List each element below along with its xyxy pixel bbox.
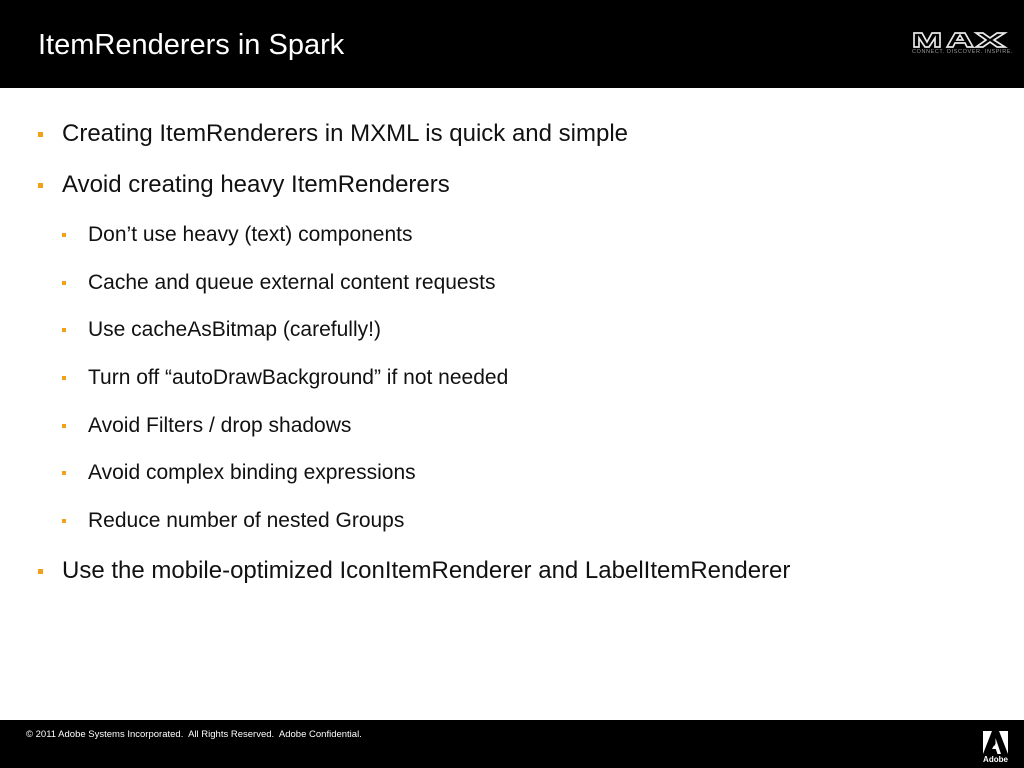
title-bar: ItemRenderers in Spark CONNECT. DISCOVER… [0,0,1024,88]
bullet-item: Use the mobile-optimized IconItemRendere… [38,557,791,585]
sub-bullet-item: Avoid Filters / drop shadows [62,414,352,438]
bullet-marker [38,183,43,188]
sub-bullet-text: Use cacheAsBitmap (carefully!) [88,318,381,341]
sub-bullet-item: Cache and queue external content request… [62,271,496,295]
bullet-text: Avoid creating heavy ItemRenderers [62,171,450,198]
sub-bullet-marker [62,281,66,285]
sub-bullet-marker [62,471,66,475]
bullet-marker [38,132,43,137]
sub-bullet-marker [62,233,66,237]
sub-bullet-text: Avoid Filters / drop shadows [88,414,352,437]
max-tagline: CONNECT. DISCOVER. INSPIRE. [912,49,1014,55]
sub-bullet-text: Cache and queue external content request… [88,271,496,294]
bullet-marker [38,569,43,574]
sub-bullet-marker [62,424,66,428]
sub-bullet-item: Avoid complex binding expressions [62,461,416,485]
sub-bullet-item: Reduce number of nested Groups [62,509,405,533]
bullet-text: Use the mobile-optimized IconItemRendere… [62,557,791,584]
sub-bullet-item: Use cacheAsBitmap (carefully!) [62,318,381,342]
adobe-logo: Adobe [982,730,1009,765]
bullet-item: Creating ItemRenderers in MXML is quick … [38,120,629,148]
adobe-logo-icon [983,731,1008,754]
bullet-item: Avoid creating heavy ItemRenderers [38,171,450,199]
sub-bullet-item: Turn off “autoDrawBackground” if not nee… [62,366,509,390]
bullet-text: Creating ItemRenderers in MXML is quick … [62,120,629,147]
max-logo-icon [913,32,1008,48]
copyright-text: © 2011 Adobe Systems Incorporated. All R… [26,729,362,740]
sub-bullet-text: Avoid complex binding expressions [88,461,416,484]
sub-bullet-marker [62,519,66,523]
slide-title: ItemRenderers in Spark [38,29,345,61]
footer-bar: © 2011 Adobe Systems Incorporated. All R… [0,720,1024,768]
sub-bullet-text: Turn off “autoDrawBackground” if not nee… [88,366,509,389]
sub-bullet-marker [62,328,66,332]
sub-bullet-marker [62,376,66,380]
max-logo: CONNECT. DISCOVER. INSPIRE. [912,30,1014,60]
sub-bullet-text: Don’t use heavy (text) components [88,223,413,246]
sub-bullet-text: Reduce number of nested Groups [88,509,405,532]
adobe-wordmark: Adobe [983,755,1008,764]
sub-bullet-item: Don’t use heavy (text) components [62,223,413,247]
